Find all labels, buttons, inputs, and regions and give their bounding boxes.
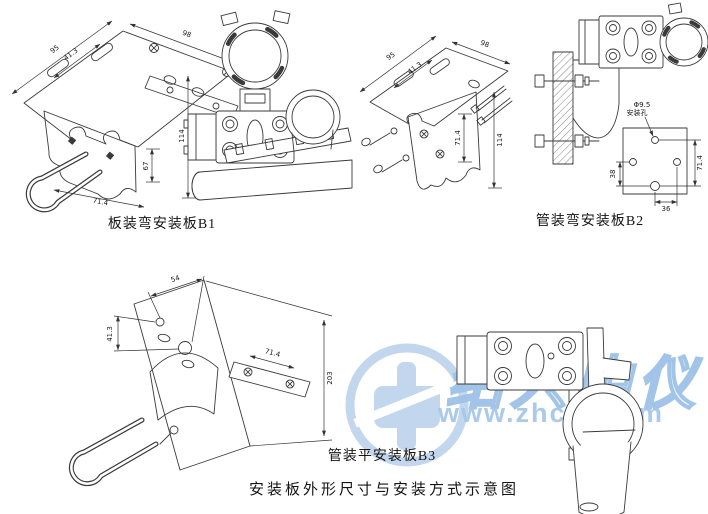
dim-label: 67: [142, 162, 150, 171]
hole-pattern-detail: Φ9.5 安装孔 71.4 36 38: [609, 101, 704, 213]
dim-label: 54: [170, 274, 181, 285]
mounting-panel: [552, 51, 574, 165]
dim-label: 114: [496, 133, 504, 147]
transmitter-housing: [220, 10, 291, 90]
bracket-b2-front-face: [407, 91, 481, 190]
transmitter-terminal-block: [578, 19, 600, 65]
bracket-b3-u-bolt: [68, 417, 159, 487]
dim-label: 203: [326, 371, 334, 384]
dim-label: 41.3: [406, 61, 423, 76]
caption-b3: 管装平安装板B3: [327, 449, 437, 464]
dim-label: 71.4: [696, 155, 704, 171]
bracket-b3-side-strip: [228, 361, 311, 398]
bracket-b2-dimensions: 95 41.3 98 71.4 114: [359, 35, 511, 189]
dim-label: 98: [181, 29, 192, 40]
transmitter-body: [598, 15, 664, 69]
bracket-arm: [572, 59, 620, 139]
bracket-b2-figure: 95 41.3 98 71.4 114: [359, 35, 513, 190]
bracket-b2-screws: [361, 85, 513, 174]
transmitter-terminal-block: [183, 113, 217, 161]
pipe: [572, 441, 632, 514]
bracket-b1-front-face: [43, 110, 137, 200]
hole-name-label: 安装孔: [627, 108, 648, 117]
transmitter-on-pipe-figure: [183, 10, 353, 201]
caption-b2: 管装弯安装板B2: [535, 214, 645, 229]
watermark-logo-ring: [345, 343, 469, 467]
transmitter-on-panel-figure: Φ9.5 安装孔 71.4 36 38: [534, 2, 708, 213]
bracket-b3-dimensions: 71.4 203 54 41.3: [106, 274, 334, 447]
transmitter-on-vertical-pipe-figure: [456, 327, 644, 514]
hole-diameter-label: Φ9.5: [634, 101, 651, 109]
u-bolt-clamp: [285, 89, 341, 153]
dim-label: 114: [178, 129, 186, 143]
transmitter-terminal-block: [456, 335, 488, 385]
dim-label: 71.4: [264, 347, 282, 359]
transmitter-body: [486, 331, 584, 391]
bracket-b1-u-bolt: [25, 151, 103, 213]
transmitter-neck: [239, 88, 271, 112]
dim-label: 41.3: [62, 47, 79, 63]
dim-label: 38: [609, 170, 617, 179]
dim-label: 36: [662, 205, 671, 213]
panel-bolt: [534, 74, 600, 88]
watermark-logo: [345, 343, 469, 467]
pipe: [191, 159, 353, 201]
dim-label: 98: [479, 39, 490, 50]
caption-main: 安装板外形尺寸与安装方式示意图: [248, 482, 519, 498]
dim-label: 71.4: [454, 130, 462, 146]
caption-b1: 板装弯安装板B1: [107, 217, 217, 232]
transmitter-housing: [659, 2, 708, 67]
dim-label: 95: [49, 44, 61, 56]
dim-label: 95: [385, 51, 397, 63]
panel-bolt: [534, 134, 600, 148]
bracket-b1-figure: 95 41.3 98 67 114 71.4: [11, 20, 239, 213]
watermark-logo-slash: [353, 377, 461, 428]
bracket-b3-figure: 71.4 203 54 41.3: [68, 274, 334, 487]
dim-label: 71.4: [92, 197, 109, 208]
dim-label: 41.3: [106, 326, 114, 342]
